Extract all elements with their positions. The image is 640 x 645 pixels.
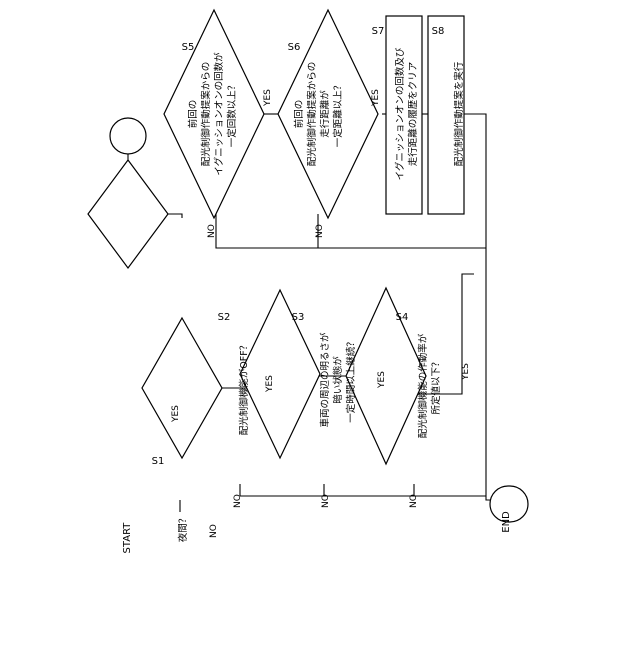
s6-line-3: 走行距離が	[319, 90, 331, 138]
s3-yes-label: YES	[377, 371, 387, 389]
s3-line-1: 車両の周辺の明るさが	[319, 332, 331, 428]
s7-line-2: 走行距離の履歴をクリア	[407, 62, 419, 167]
s5-yes-label: YES	[263, 89, 273, 107]
s3-no-label: NO	[321, 494, 331, 508]
step-id-s3: S3	[292, 312, 305, 323]
step-id-s6: S6	[288, 42, 301, 53]
decision-s2-shape	[142, 318, 222, 458]
s6-yes-label: YES	[371, 89, 381, 107]
s4-yes-label: YES	[461, 363, 471, 381]
s2-no-label: NO	[233, 494, 243, 508]
s3-line-2: 暗い状態が	[332, 356, 344, 404]
s6-no-label: NO	[315, 224, 325, 238]
s5-line-1: 前回の	[187, 100, 199, 129]
step-id-s4: S4	[396, 312, 409, 323]
s5-no-label: NO	[207, 224, 217, 238]
s1-yes-label: YES	[171, 405, 181, 423]
s5-line-4: 一定回数以上？	[226, 81, 238, 148]
start-label: START	[122, 522, 133, 554]
end-label: END	[501, 511, 512, 533]
start-terminal-shape	[110, 118, 146, 154]
step-id-s8: S8	[432, 26, 445, 37]
s3-line-3: 一定時間以上継続？	[345, 337, 357, 423]
s1-line-1: 夜間？	[177, 514, 189, 543]
s4-line-1: 配光制御機能の作動率が	[417, 333, 429, 438]
step-id-s2: S2	[218, 312, 231, 323]
s5-line-2: 配光制御作動提案からの	[200, 62, 212, 167]
step-id-s1: S1	[152, 456, 165, 467]
s2-line-1: 配光制御機能がOFF？	[238, 341, 250, 435]
s5-line-3: イグニッションオンの回数が	[213, 52, 225, 176]
s8-line-1: 配光制御作動提案を実行	[453, 61, 465, 166]
s6-line-1: 前回の	[293, 100, 305, 129]
s7-line-1: イグニッションオンの回数及び	[394, 47, 406, 180]
decision-s3-shape	[240, 290, 320, 458]
s2-yes-label: YES	[265, 375, 275, 393]
start-terminal	[110, 118, 146, 154]
s1-no-label: NO	[209, 524, 219, 538]
connector-s5-s6-no	[216, 214, 486, 248]
s6-line-4: 一定距離以上？	[332, 81, 344, 148]
s4-line-2: 所定値以下？	[430, 357, 442, 414]
s6-line-2: 配光制御作動提案からの	[306, 62, 318, 167]
connector-s8-end	[464, 114, 490, 500]
connector-s1-s2	[168, 214, 182, 218]
s4-no-label: NO	[409, 494, 419, 508]
step-id-s5: S5	[182, 42, 195, 53]
step-id-s7: S7	[372, 26, 385, 37]
decision-s1-shape	[88, 160, 168, 268]
